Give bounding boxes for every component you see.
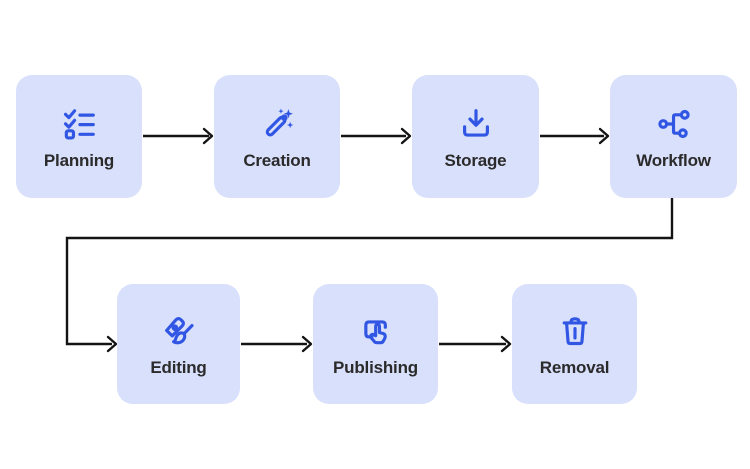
node-label: Editing (150, 358, 207, 377)
download-icon (457, 105, 495, 143)
node-label: Removal (539, 358, 610, 377)
pen-brush-icon (160, 312, 198, 350)
checklist-icon (60, 105, 98, 143)
node-label: Publishing (333, 358, 418, 377)
node-label: Workflow (636, 150, 711, 170)
node-label: Storage (444, 150, 507, 170)
magic-wand-icon (258, 105, 296, 143)
node-publishing: Publishing (313, 284, 438, 404)
node-workflow: Workflow (610, 75, 737, 198)
tap-icon (357, 312, 395, 350)
node-planning: Planning (16, 75, 142, 198)
trash-icon (556, 312, 594, 350)
share-nodes-icon (655, 105, 693, 143)
node-editing: Editing (117, 284, 240, 404)
node-storage: Storage (412, 75, 539, 198)
node-label: Creation (243, 150, 311, 170)
node-creation: Creation (214, 75, 340, 198)
node-removal: Removal (512, 284, 637, 404)
node-label: Planning (43, 150, 115, 170)
